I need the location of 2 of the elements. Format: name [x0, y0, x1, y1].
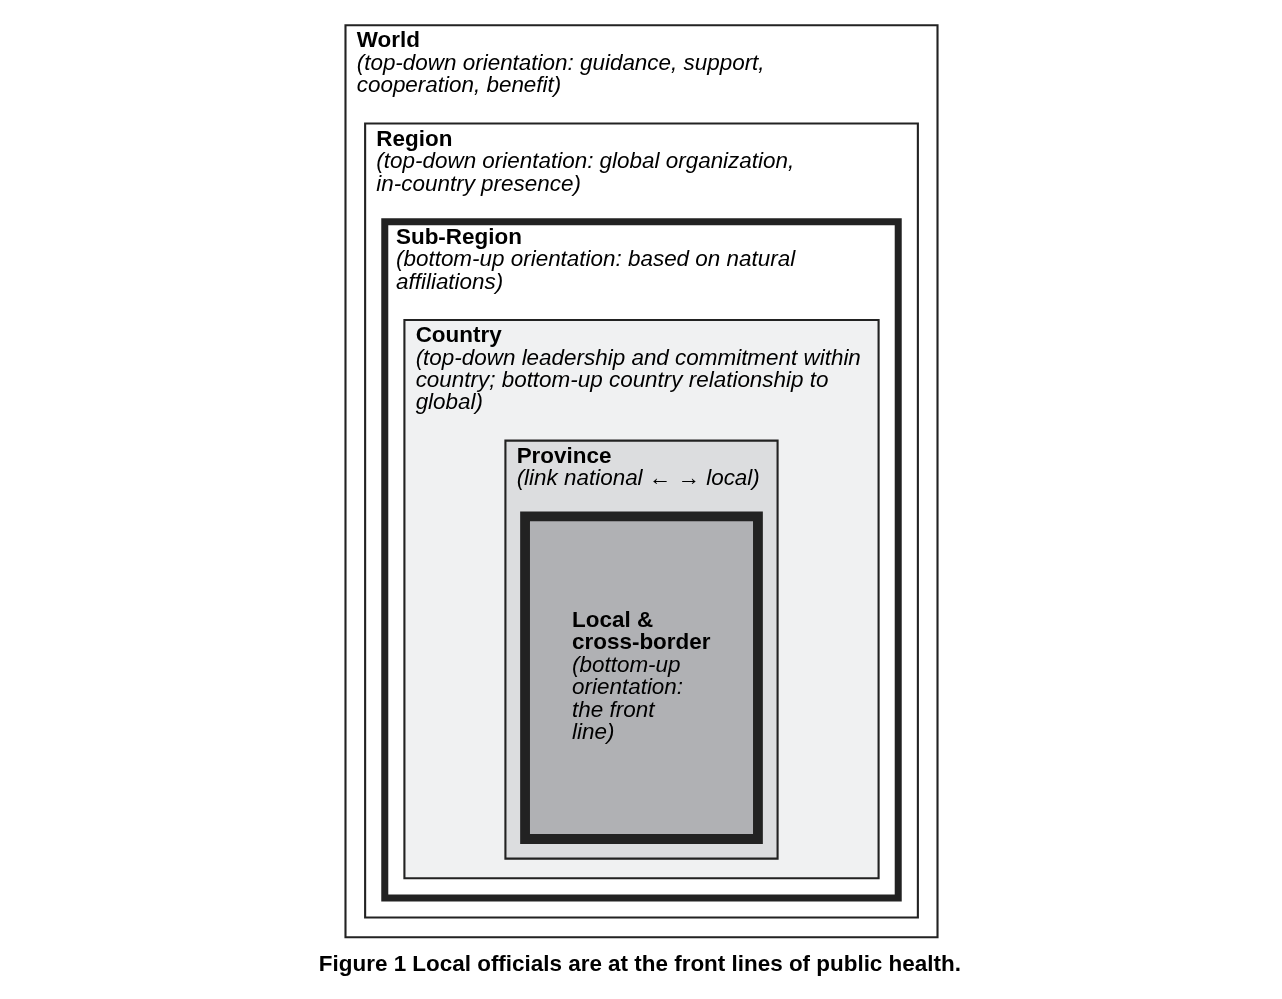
- caption: Figure 1 Local officials are at the front lines of public health.: [318, 950, 961, 976]
- node-box: Local & cross-border (bottom-up orientation: the front line): [519, 511, 763, 844]
